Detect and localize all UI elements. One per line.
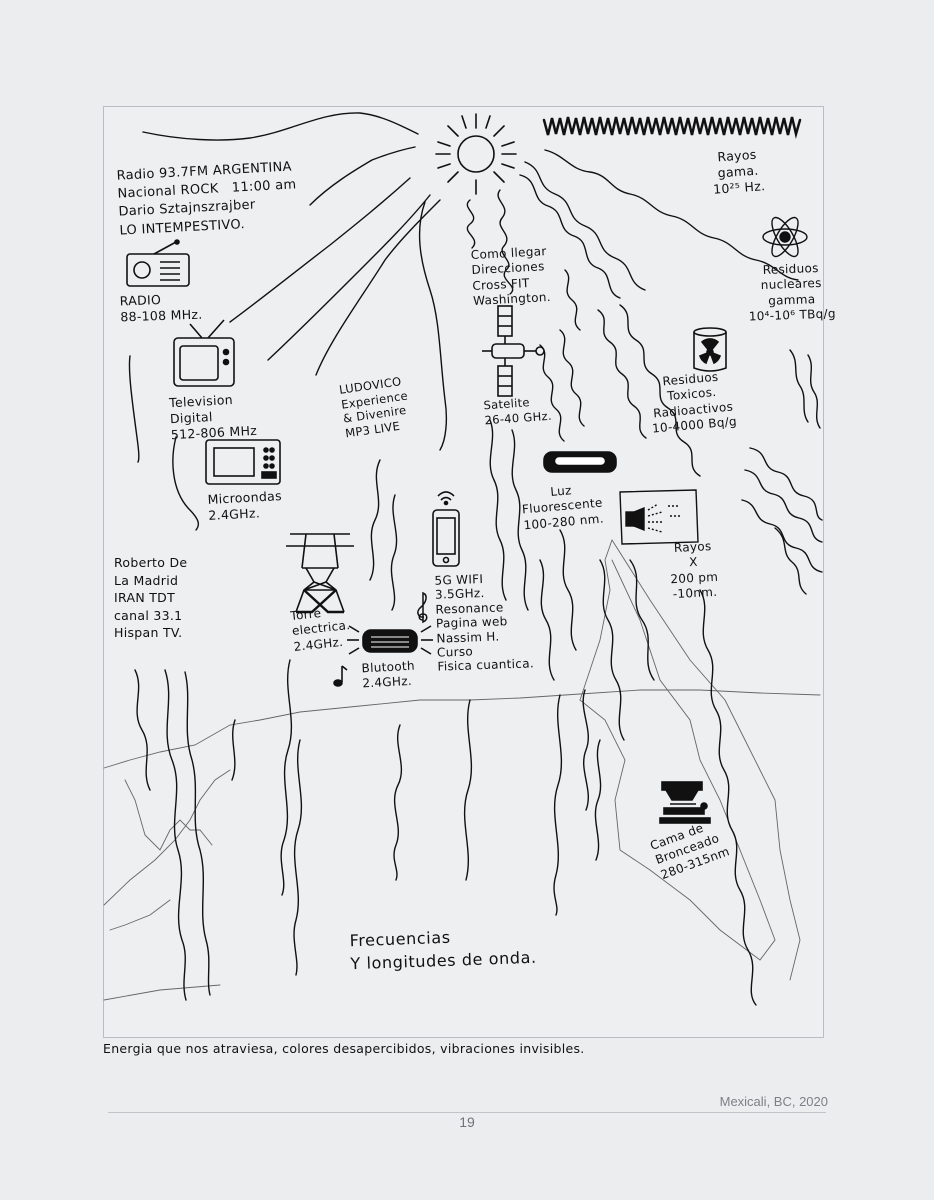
luz-label: Luz Fluorescente 100-280 nm. [521,483,605,533]
bluetooth-icon [347,625,433,655]
roberto-label: Roberto De La Madrid IRAN TDT canal 33.1… [114,555,188,640]
gamma-scribble [542,116,802,139]
rayos-x-label: Rayos X 200 pm -10nm. [670,539,719,602]
residuos-toxicos-label: Residuos Toxicos. Radioactivos 10-4000 B… [651,369,738,436]
tv-icon [173,319,235,387]
fluorescent-lamp-icon [543,451,617,473]
tv-label: Television Digital 512-806 MHz [168,391,258,443]
title-label: Frecuencias Y longitudes de onda. [349,927,538,974]
como-llegar-label: Como llegar Direcciones Cross FIT Washin… [470,244,552,309]
torre-label: Torre electrica. 2.4GHz. [289,605,351,654]
radio-icon [126,239,190,287]
radioactive-barrel-icon [693,327,727,372]
microwave-icon [205,439,281,485]
microwave-label: Microondas 2.4GHz. [207,488,283,523]
tanning-bed-icon [659,781,711,824]
footer-divider [108,1112,826,1113]
caption: Energia que nos atraviesa, colores desap… [103,1041,585,1056]
atom-icon [762,216,808,258]
map-outline [103,539,821,1001]
drawing-frame [103,106,824,1038]
residuos-nucleares-label: Residuos nucleares gamma 10⁴-10⁶ TBq/g [748,261,837,324]
tower-icon [286,533,354,614]
ludovico-label: LUDOVICO Experience & Divenire MP3 LIVE [338,374,409,441]
wifi-label: 5G WIFI 3.5GHz. Resonance Pagina web Nas… [434,572,535,674]
xray-machine-icon [619,489,699,545]
music-note-icon [333,665,348,687]
phone-icon [432,491,460,567]
bluetooth-label: Blutooth 2.4GHz. [361,658,416,691]
radio-broadcast-label: Radio 93.7FM ARGENTINA Nacional ROCK 11:… [116,159,297,239]
satellite-icon [482,305,545,397]
footer-place: Mexicali, BC, 2020 [719,1094,828,1109]
radio-label: RADIO 88-108 MHz. [119,292,203,325]
treble-clef-icon [417,591,428,624]
page-number: 19 [459,1114,475,1130]
sun-icon [435,113,517,195]
satelite-label: Satelite 26-40 GHz. [483,395,553,428]
rayos-gama-label: Rayos gama. 10²⁵ Hz. [712,146,766,197]
